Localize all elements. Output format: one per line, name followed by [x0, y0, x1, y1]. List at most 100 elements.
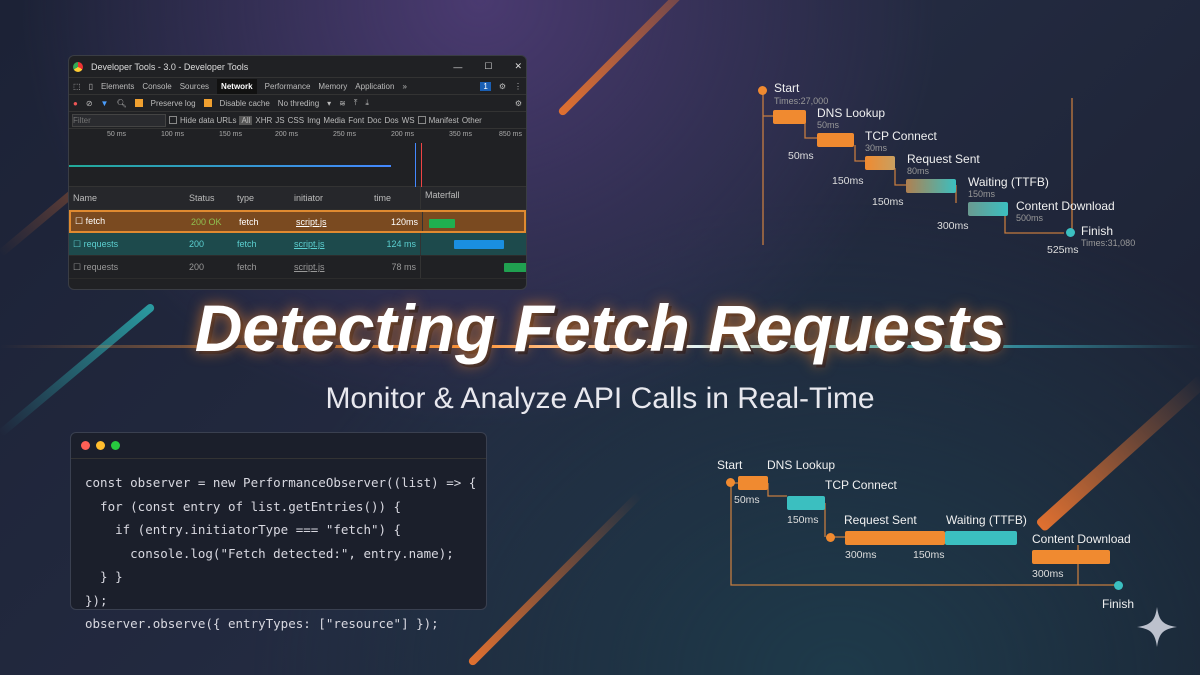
filter-font[interactable]: Font: [348, 115, 365, 125]
col-initiator[interactable]: initiator: [294, 193, 324, 203]
tab-bar: ⬚ ▯ Elements Console Sources Network Perf…: [69, 78, 526, 95]
row-time: 124 ms: [386, 239, 416, 249]
tab-application[interactable]: Application: [355, 81, 395, 91]
filter-other[interactable]: Other: [461, 115, 482, 125]
chevron-down-icon: ▾: [327, 98, 332, 108]
request-block: [845, 531, 945, 545]
zoom-dot: [111, 441, 120, 450]
chrome-icon: [73, 61, 83, 72]
initiator-link[interactable]: script.js: [294, 262, 325, 272]
step-label: Request Sent: [907, 152, 980, 166]
more-tabs-button[interactable]: »: [402, 81, 407, 91]
code-line: if (entry.initiatorType === "fetch") {: [85, 522, 402, 537]
close-button[interactable]: ✕: [514, 61, 522, 71]
tab-performance[interactable]: Performance: [264, 81, 311, 91]
start-node: [758, 86, 767, 95]
row-time: 120ms: [390, 216, 418, 227]
filter-xhr[interactable]: XHR: [255, 115, 273, 125]
step-duration: 150ms: [968, 189, 996, 199]
settings-icon[interactable]: ⚙: [514, 98, 522, 108]
row-type: fetch: [239, 216, 259, 227]
tick-label: 50 ms: [107, 131, 127, 138]
issues-badge[interactable]: 1: [480, 81, 491, 91]
step-duration: 150ms: [913, 549, 945, 561]
step-duration: 80ms: [907, 166, 930, 176]
upload-icon[interactable]: ⤒: [353, 98, 358, 107]
finish-time: Times:31,080: [1081, 238, 1136, 248]
tab-sources[interactable]: Sources: [179, 81, 210, 91]
throttling-select[interactable]: No threding: [277, 98, 320, 108]
table-row[interactable]: ☐ requests 200 fetch script.js 78 ms: [69, 256, 526, 279]
download-block: [968, 202, 1008, 216]
filter-manifest[interactable]: Manifest: [428, 115, 459, 125]
waiting-block: [906, 179, 956, 193]
row-name: ☐ fetch: [75, 216, 106, 226]
search-icon[interactable]: 🔍︎: [116, 98, 127, 108]
code-line: } }: [85, 569, 123, 584]
kebab-menu-icon[interactable]: ⋮: [514, 81, 522, 91]
download-icon[interactable]: ⤓: [365, 98, 369, 107]
hide-data-urls-checkbox[interactable]: [169, 116, 177, 124]
preserve-log-label: Preserve log: [150, 98, 196, 108]
filter-media[interactable]: Media: [323, 115, 346, 125]
col-type[interactable]: type: [237, 193, 255, 203]
finish-node: [1114, 581, 1123, 590]
sparkle-icon: [1137, 607, 1177, 647]
step-label: Waiting (TTFB): [968, 175, 1049, 189]
step-label: DNS Lookup: [817, 106, 886, 120]
filter-icon[interactable]: ▼: [100, 98, 109, 108]
finish-label: Finish: [1081, 224, 1114, 238]
tcp-block: [817, 133, 854, 147]
step-offset: 150ms: [832, 175, 864, 187]
tab-console[interactable]: Console: [142, 81, 172, 91]
initiator-link[interactable]: script.js: [296, 216, 327, 227]
disable-cache-checkbox[interactable]: [203, 99, 212, 107]
preserve-log-checkbox[interactable]: [134, 99, 143, 107]
inspect-icon[interactable]: ⬚: [73, 81, 81, 91]
node: [826, 533, 835, 542]
device-icon[interactable]: ▯: [88, 81, 93, 91]
filter-ws[interactable]: WS: [401, 115, 415, 125]
minimize-dot: [96, 441, 105, 450]
table-row[interactable]: ☐ fetch 200 OK fetch script.js 120ms: [69, 210, 526, 233]
col-waterfall[interactable]: Materfall: [420, 187, 526, 209]
table-row[interactable]: ☐ requests 200 fetch script.js 124 ms: [69, 233, 526, 256]
filter-all[interactable]: All: [239, 115, 253, 125]
tick-label: 150 ms: [219, 131, 242, 138]
waterfall-cell: [422, 212, 524, 231]
tick-label: 350 ms: [449, 131, 472, 138]
maximize-button[interactable]: ☐: [484, 61, 493, 71]
tick-label: 850 ms: [499, 131, 522, 138]
tab-network[interactable]: Network: [217, 78, 257, 94]
hide-data-urls-label: Hide data URLs: [180, 115, 237, 125]
filter-img[interactable]: Img: [307, 115, 321, 125]
tab-elements[interactable]: Elements: [100, 81, 135, 91]
close-dot: [81, 441, 90, 450]
filter-doc[interactable]: Doc: [367, 115, 382, 125]
filter-js[interactable]: JS: [275, 115, 285, 125]
clear-icon[interactable]: ⊘: [85, 98, 93, 108]
gear-icon[interactable]: ⚙: [498, 81, 506, 91]
filter-input[interactable]: [72, 113, 166, 127]
code-block: const observer = new PerformanceObserver…: [71, 459, 486, 648]
col-name[interactable]: Name: [73, 193, 98, 203]
code-window: const observer = new PerformanceObserver…: [70, 432, 487, 631]
request-block: [865, 156, 895, 170]
filter-dos[interactable]: Dos: [384, 115, 399, 125]
waiting-block: [945, 531, 1017, 545]
overview-timeline[interactable]: 50 ms 100 ms 150 ms 200 ms 250 ms 200 ms…: [69, 129, 526, 187]
waterfall-bar: [504, 263, 526, 272]
tab-memory[interactable]: Memory: [318, 81, 348, 91]
initiator-link[interactable]: script.js: [294, 239, 325, 249]
window-controls: [71, 433, 486, 459]
minimize-button[interactable]: —: [453, 61, 463, 72]
col-status[interactable]: Status: [189, 193, 215, 203]
col-time[interactable]: time: [374, 193, 392, 203]
dns-block: [773, 110, 806, 124]
record-icon[interactable]: ●: [73, 98, 78, 108]
manifest-checkbox[interactable]: [417, 116, 426, 124]
wifi-icon[interactable]: ≋: [339, 98, 346, 108]
filter-css[interactable]: CSS: [287, 115, 305, 125]
